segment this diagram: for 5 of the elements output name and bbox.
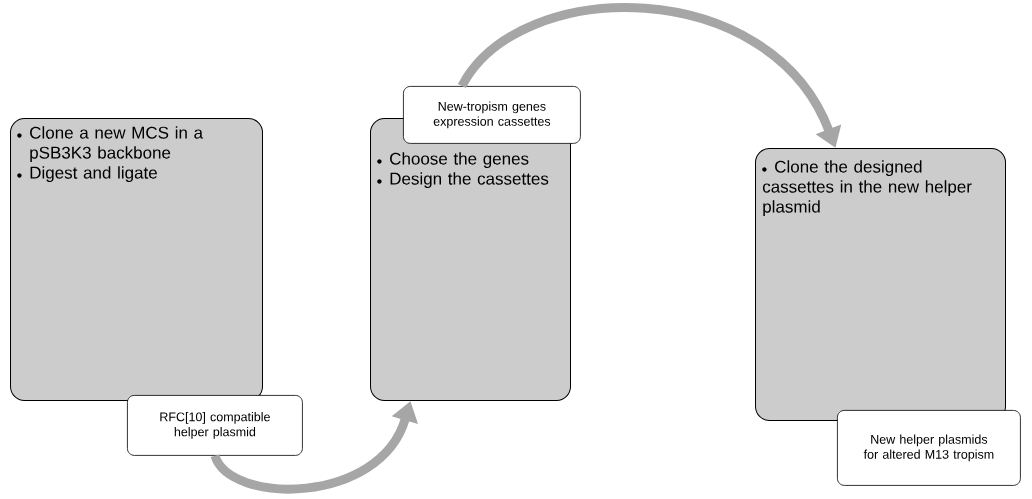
output-box: RFC[10] compatible helper plasmid (127, 395, 303, 456)
process-box: Clone the designed cassettes in the new helper plasmid (755, 148, 1006, 421)
output-box: New helper plasmids for altered M13 tropism (837, 410, 1021, 486)
process-box: Clone a new MCS in a pSB3K3 backbone Digest and ligate (10, 118, 263, 401)
output-box: New-tropism genes expression cassettes (403, 86, 581, 144)
